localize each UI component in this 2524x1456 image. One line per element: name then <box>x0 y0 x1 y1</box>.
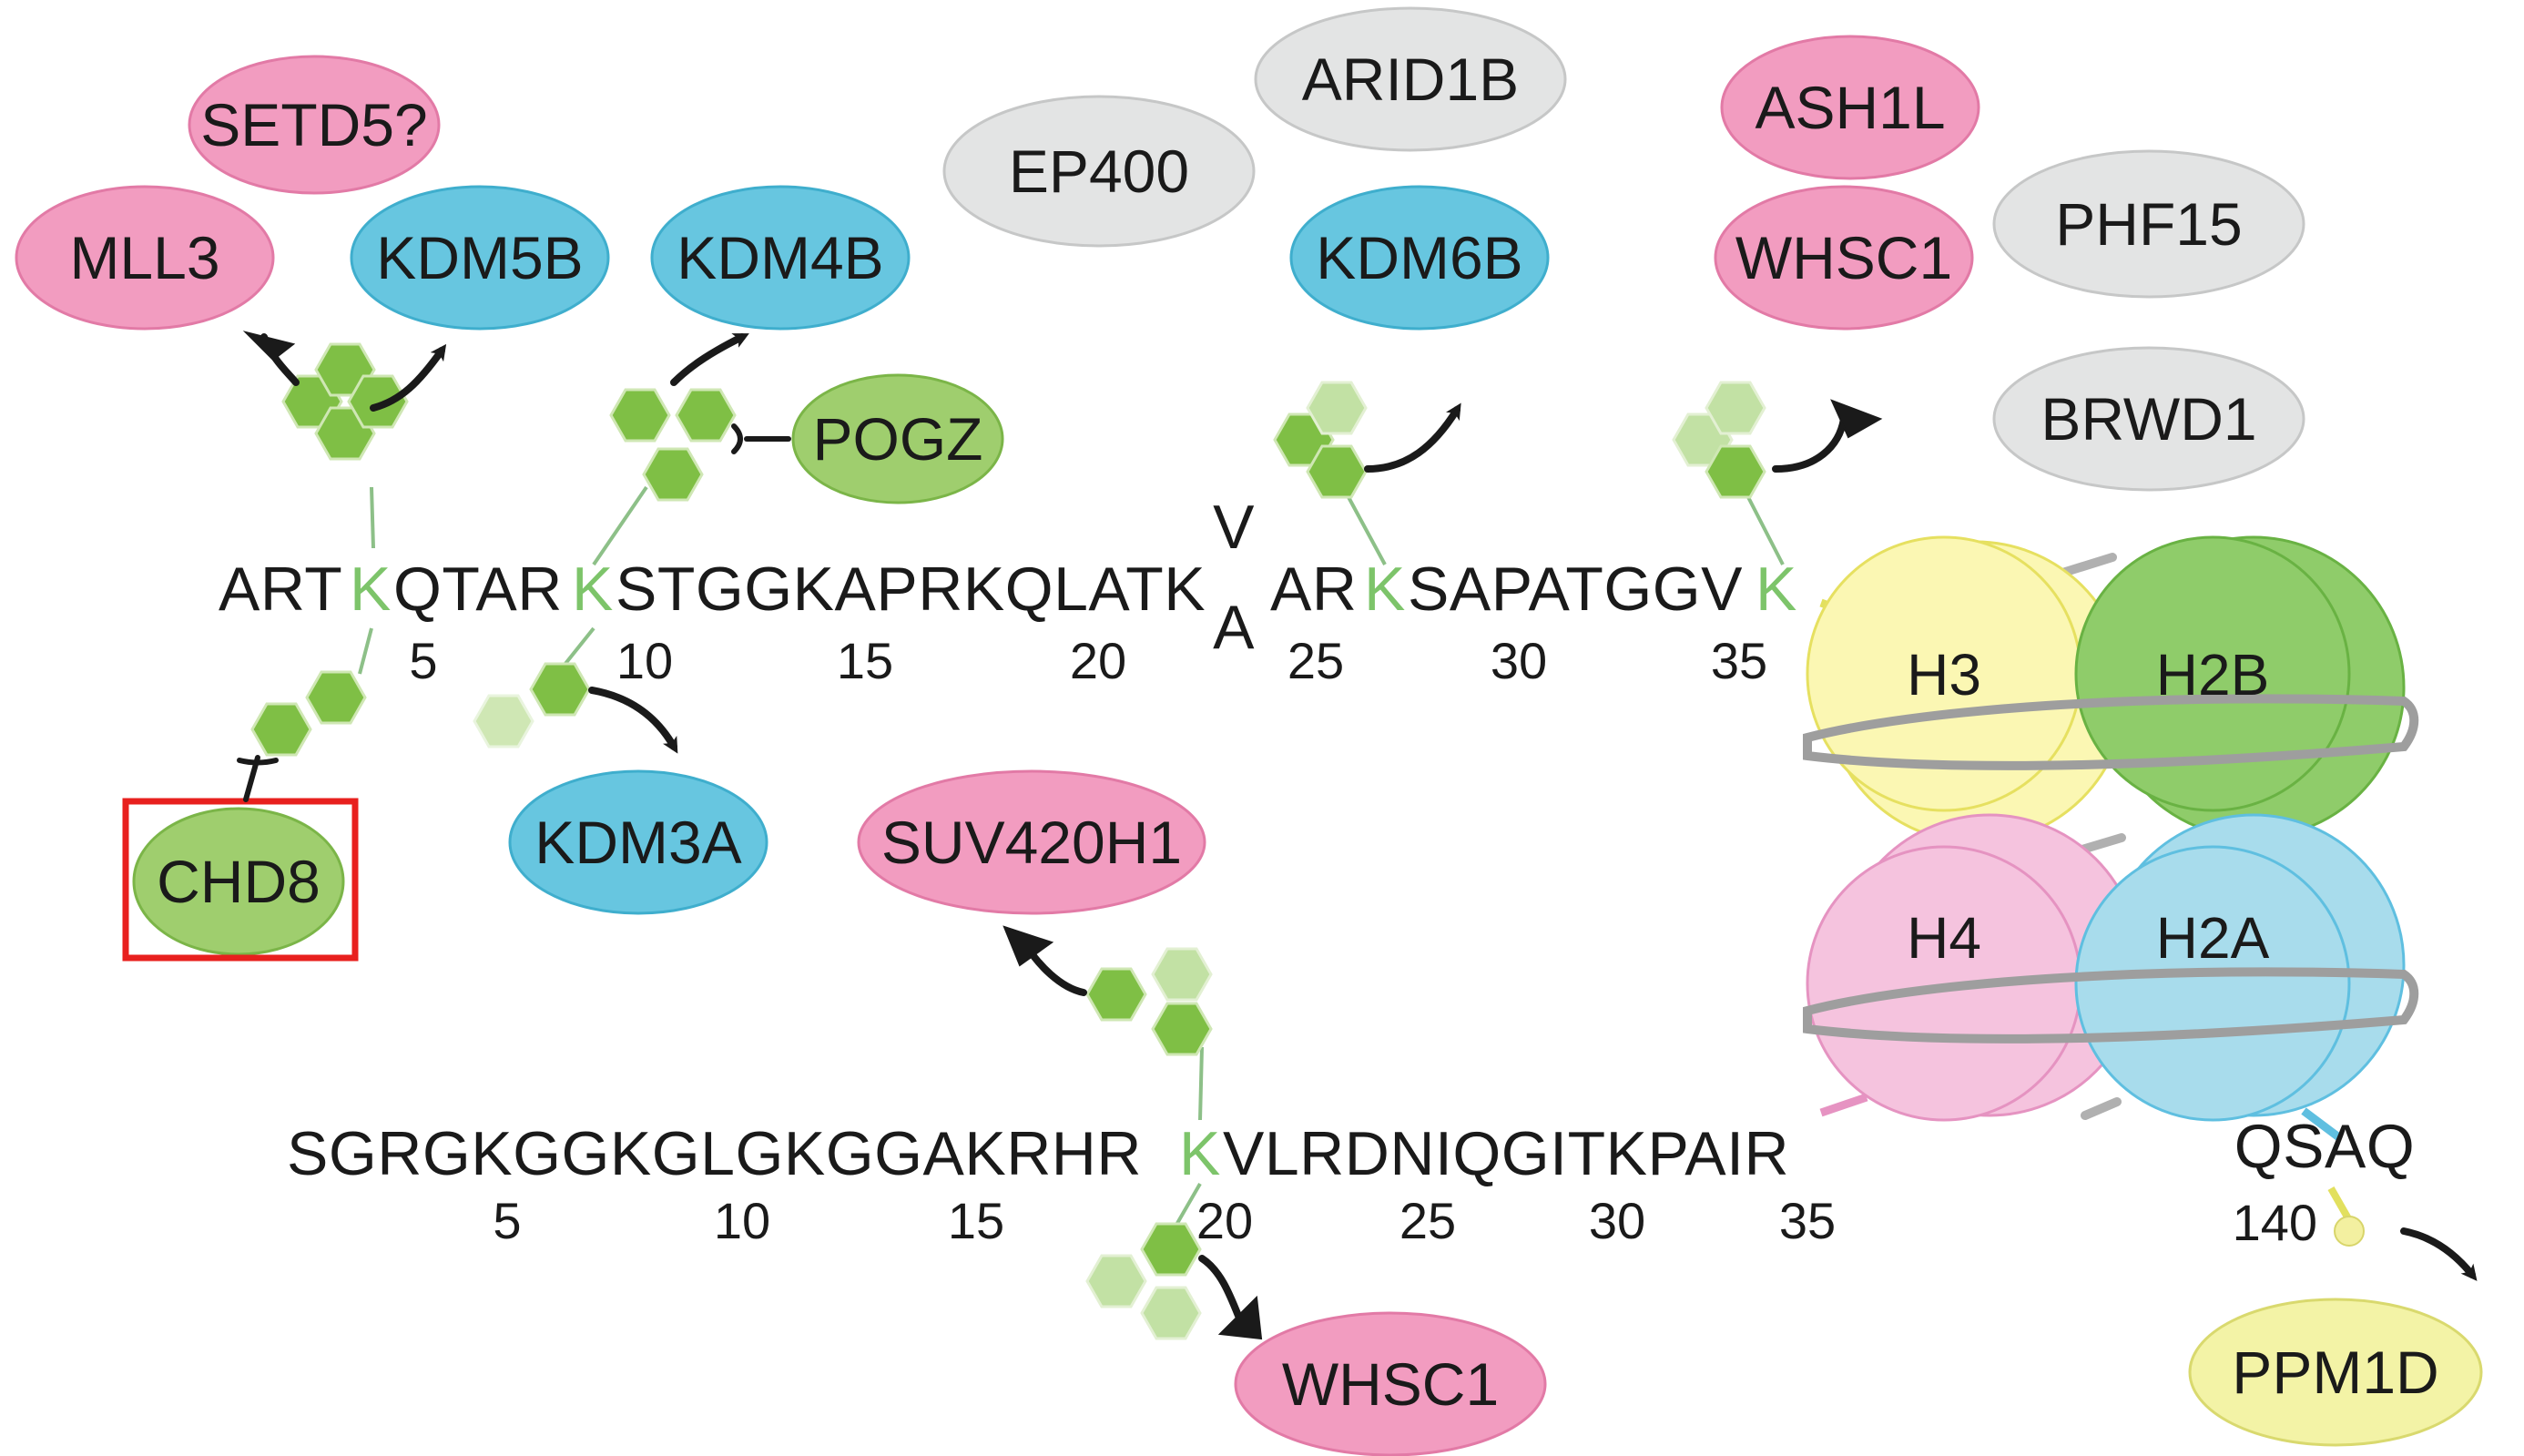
h4-position-5: 5 <box>493 1192 521 1249</box>
protein-brwd1-label: BRWD1 <box>2041 385 2256 453</box>
protein-pogz: POGZ <box>791 373 1004 504</box>
h3-position-10: 10 <box>616 632 673 689</box>
protein-ppm1d-label: PPM1D <box>2232 1339 2438 1406</box>
arrow-eraser-kdm4b <box>670 333 749 386</box>
protein-kdm3a-label: KDM3A <box>534 809 741 876</box>
h3-seq-segment-5: SAPATGGV <box>1408 555 1743 624</box>
h3-position-35: 35 <box>1711 632 1767 689</box>
arrow-phosphatase-ppm1d <box>2400 1227 2478 1281</box>
protein-chd8-label: CHD8 <box>157 848 321 915</box>
methyl-marks-k36 <box>1672 381 1785 565</box>
h3-position-30: 30 <box>1491 632 1547 689</box>
connector-writer-whsc1-bottom <box>1198 1255 1263 1340</box>
methyl-marks-k4-top <box>281 342 409 549</box>
histone-h2a <box>2074 845 2351 1122</box>
protein-phf15: PHF15 <box>1992 149 2305 299</box>
protein-ash1l: ASH1L <box>1720 35 1980 180</box>
dna-wrap-upper <box>1803 694 2419 770</box>
histone-h3-label: H3 <box>1907 642 1981 708</box>
h2a-position-140: 140 <box>2233 1194 2317 1251</box>
protein-kdm5b-label: KDM5B <box>376 224 583 291</box>
h3-lysine-k4: K <box>350 555 392 624</box>
h3-seq-segment-ar: AR <box>1270 555 1357 624</box>
h3-position-20: 20 <box>1070 632 1126 689</box>
h3-variant-bottom: A <box>1213 593 1255 662</box>
histone-h2b-label: H2B <box>2156 642 2270 708</box>
connector-reader-chd8 <box>237 755 279 802</box>
histone-h2a-label: H2A <box>2156 905 2270 971</box>
protein-arid1b: ARID1B <box>1254 6 1567 152</box>
h4-position-20: 20 <box>1196 1192 1253 1249</box>
protein-arid1b-label: ARID1B <box>1302 46 1519 113</box>
h3-tail-sequence: ART K QTAR K STGGKAPRKQLATK V A AR K SAP… <box>219 493 1797 689</box>
protein-whsc1-top-label: WHSC1 <box>1735 224 1952 291</box>
protein-mll3: MLL3 <box>15 185 275 331</box>
protein-suv420h1-label: SUV420H1 <box>881 809 1182 876</box>
h4-position-10: 10 <box>714 1192 770 1249</box>
protein-whsc1-top: WHSC1 <box>1714 185 1974 331</box>
methyl-marks-h4k20-bottom <box>1085 1182 1202 1340</box>
h4-tail-sequence: SGRGKGGKGLGKGGAKRHR K VLRDNIQGITKPAIR 5 … <box>287 1119 1836 1249</box>
methyl-marks-k9-top <box>592 388 737 566</box>
arrow-eraser-kdm6b <box>1364 402 1461 473</box>
h3-position-5: 5 <box>409 632 437 689</box>
h2a-seq: QSAQ <box>2234 1112 2416 1181</box>
protein-whsc1-bottom: WHSC1 <box>1234 1311 1547 1456</box>
protein-pogz-label: POGZ <box>812 405 982 473</box>
protein-ep400: EP400 <box>942 95 1256 248</box>
connector-writer-mll3 <box>242 331 300 386</box>
h4-seq-before: SGRGKGGKGLGKGGAKRHR <box>287 1119 1142 1188</box>
h4-position-30: 30 <box>1589 1192 1645 1249</box>
histone-h2b <box>2074 535 2351 812</box>
protein-setd5: SETD5? <box>188 55 441 195</box>
protein-kdm3a: KDM3A <box>508 769 768 915</box>
arrow-eraser-kdm5b <box>370 343 447 412</box>
h3-lysine-k27: K <box>1364 555 1406 624</box>
connector-writer-suv420h1 <box>1002 925 1087 996</box>
protein-ppm1d: PPM1D <box>2188 1298 2483 1447</box>
h3-lysine-k9: K <box>572 555 614 624</box>
protein-phf15-label: PHF15 <box>2055 190 2242 258</box>
protein-kdm5b: KDM5B <box>350 185 610 331</box>
chd8-highlight-box <box>122 798 359 962</box>
protein-ash1l-label: ASH1L <box>1755 74 1945 141</box>
h3-lysine-k36: K <box>1756 555 1797 624</box>
h3-seq-segment-1: ART <box>219 555 342 624</box>
h3-position-15: 15 <box>837 632 893 689</box>
h3-seq-segment-3: STGGKAPRKQLATK <box>616 555 1206 624</box>
protein-kdm4b-label: KDM4B <box>677 224 883 291</box>
protein-mll3-label: MLL3 <box>69 224 219 291</box>
methyl-marks-h4k20-top <box>1085 947 1213 1121</box>
protein-ep400-label: EP400 <box>1009 137 1189 205</box>
connector-reader-pogz <box>731 423 791 454</box>
protein-brwd1: BRWD1 <box>1992 346 2305 492</box>
methyl-marks-k4-bottom <box>250 627 373 757</box>
h3-variant-top: V <box>1213 493 1255 562</box>
h4-position-35: 35 <box>1779 1192 1836 1249</box>
protein-suv420h1: SUV420H1 <box>857 769 1206 915</box>
protein-setd5-label: SETD5? <box>200 91 427 158</box>
h4-position-15: 15 <box>948 1192 1004 1249</box>
h4-seq-after: VLRDNIQGITKPAIR <box>1223 1119 1789 1188</box>
h3-seq-segment-2: QTAR <box>393 555 563 624</box>
h2a-tail-sequence: QSAQ 140 <box>2233 1112 2416 1251</box>
protein-kdm4b: KDM4B <box>650 185 911 331</box>
protein-kdm6b: KDM6B <box>1289 185 1550 331</box>
methyl-marks-k9-bottom <box>473 626 595 748</box>
protein-chd8: CHD8 <box>122 798 359 962</box>
nucleosome: H3 H2B H4 H2A <box>1803 535 2419 1247</box>
h4-position-25: 25 <box>1399 1192 1456 1249</box>
dna-wrap-lower <box>1803 967 2419 1044</box>
methyl-marks-k27 <box>1273 381 1387 565</box>
connector-writer-whsc1-top <box>1772 399 1883 473</box>
h3-position-25: 25 <box>1287 632 1344 689</box>
histone-h4-label: H4 <box>1907 905 1981 971</box>
protein-kdm6b-label: KDM6B <box>1316 224 1522 291</box>
arrow-eraser-kdm3a <box>588 687 678 754</box>
protein-whsc1-bottom-label: WHSC1 <box>1282 1350 1499 1418</box>
h4-lysine-k20: K <box>1179 1119 1221 1188</box>
phospho-site-dot <box>2334 1216 2365 1247</box>
